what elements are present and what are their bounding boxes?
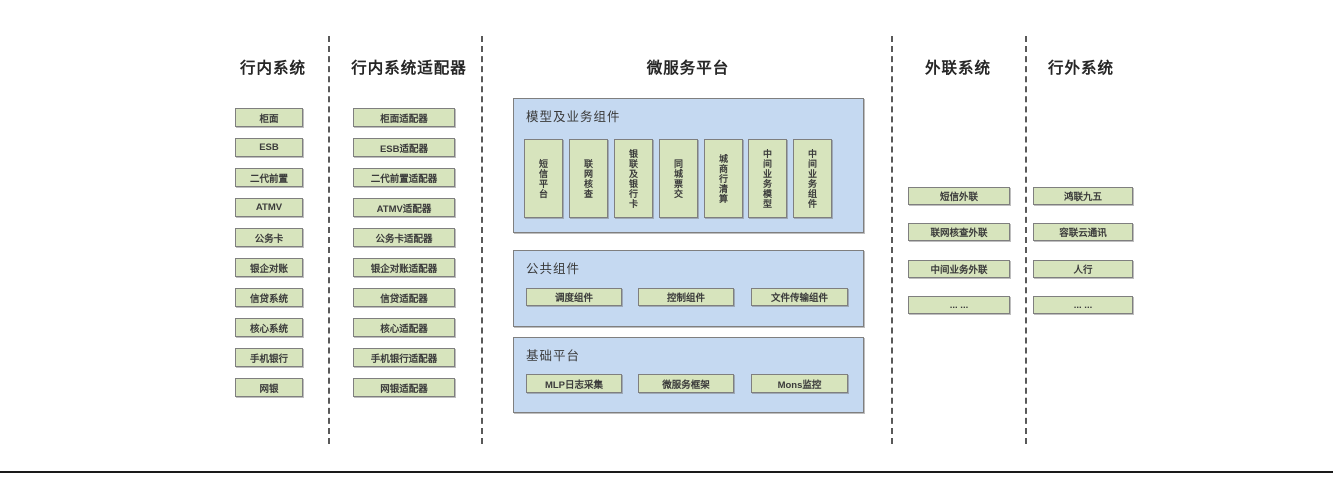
outreach-box: 中间业务外联: [908, 260, 1010, 278]
panel-common-components: 公共组件 调度组件 控制组件 文件传输组件: [513, 250, 864, 327]
panel-label: 模型及业务组件: [526, 110, 621, 124]
component-box: 银联及银行卡: [614, 139, 653, 218]
bottom-rule-line: [0, 471, 1333, 473]
column-title-external-systems: 行外系统: [1047, 60, 1115, 77]
panel-label: 公共组件: [526, 262, 581, 276]
external-box: 人行: [1033, 260, 1133, 278]
internal-system-box: 网银: [235, 378, 303, 397]
column-title-internal-systems: 行内系统: [239, 60, 307, 77]
adapter-box: ATMV适配器: [353, 198, 455, 217]
internal-system-box: 二代前置: [235, 168, 303, 187]
component-box: 控制组件: [638, 288, 734, 306]
internal-system-box: 手机银行: [235, 348, 303, 367]
component-box: MLP日志采集: [526, 374, 622, 393]
panel-base-platform: 基础平台 MLP日志采集 微服务框架 Mons监控: [513, 337, 864, 413]
internal-system-box: ESB: [235, 138, 303, 157]
component-box: 城商行清算: [704, 139, 743, 218]
divider-line-2: [481, 36, 483, 444]
external-box: ... ...: [1033, 296, 1133, 314]
column-title-microservice-platform: 微服务平台: [646, 60, 730, 77]
component-box: 联网核查: [569, 139, 608, 218]
adapter-box: 二代前置适配器: [353, 168, 455, 187]
adapter-box: ESB适配器: [353, 138, 455, 157]
external-box: 鸿联九五: [1033, 187, 1133, 205]
adapter-box: 银企对账适配器: [353, 258, 455, 277]
outreach-box: 短信外联: [908, 187, 1010, 205]
outreach-box: ... ...: [908, 296, 1010, 314]
column-title-outreach-systems: 外联系统: [924, 60, 992, 77]
internal-system-box: ATMV: [235, 198, 303, 217]
internal-system-box: 核心系统: [235, 318, 303, 337]
internal-system-box: 信贷系统: [235, 288, 303, 307]
divider-line-1: [328, 36, 330, 444]
divider-line-3: [891, 36, 893, 444]
outreach-box: 联网核查外联: [908, 223, 1010, 241]
panel-label: 基础平台: [526, 349, 581, 363]
internal-system-box: 柜面: [235, 108, 303, 127]
adapter-box: 手机银行适配器: [353, 348, 455, 367]
component-box: 短信平台: [524, 139, 563, 218]
adapter-box: 柜面适配器: [353, 108, 455, 127]
adapter-box: 网银适配器: [353, 378, 455, 397]
component-box: 中间业务组件: [793, 139, 832, 218]
adapter-box: 公务卡适配器: [353, 228, 455, 247]
component-box: 中间业务模型: [748, 139, 787, 218]
external-box: 容联云通讯: [1033, 223, 1133, 241]
component-box: 微服务框架: [638, 374, 734, 393]
component-box: 同城票交: [659, 139, 698, 218]
panel-model-business-components: 模型及业务组件 短信平台 联网核查 银联及银行卡 同城票交 城商行清算 中间业务…: [513, 98, 864, 233]
column-title-internal-adapters: 行内系统适配器: [351, 60, 467, 77]
adapter-box: 信贷适配器: [353, 288, 455, 307]
component-box: 调度组件: [526, 288, 622, 306]
divider-line-4: [1025, 36, 1027, 444]
internal-system-box: 银企对账: [235, 258, 303, 277]
adapter-box: 核心适配器: [353, 318, 455, 337]
component-box: 文件传输组件: [751, 288, 848, 306]
internal-system-box: 公务卡: [235, 228, 303, 247]
component-box: Mons监控: [751, 374, 848, 393]
